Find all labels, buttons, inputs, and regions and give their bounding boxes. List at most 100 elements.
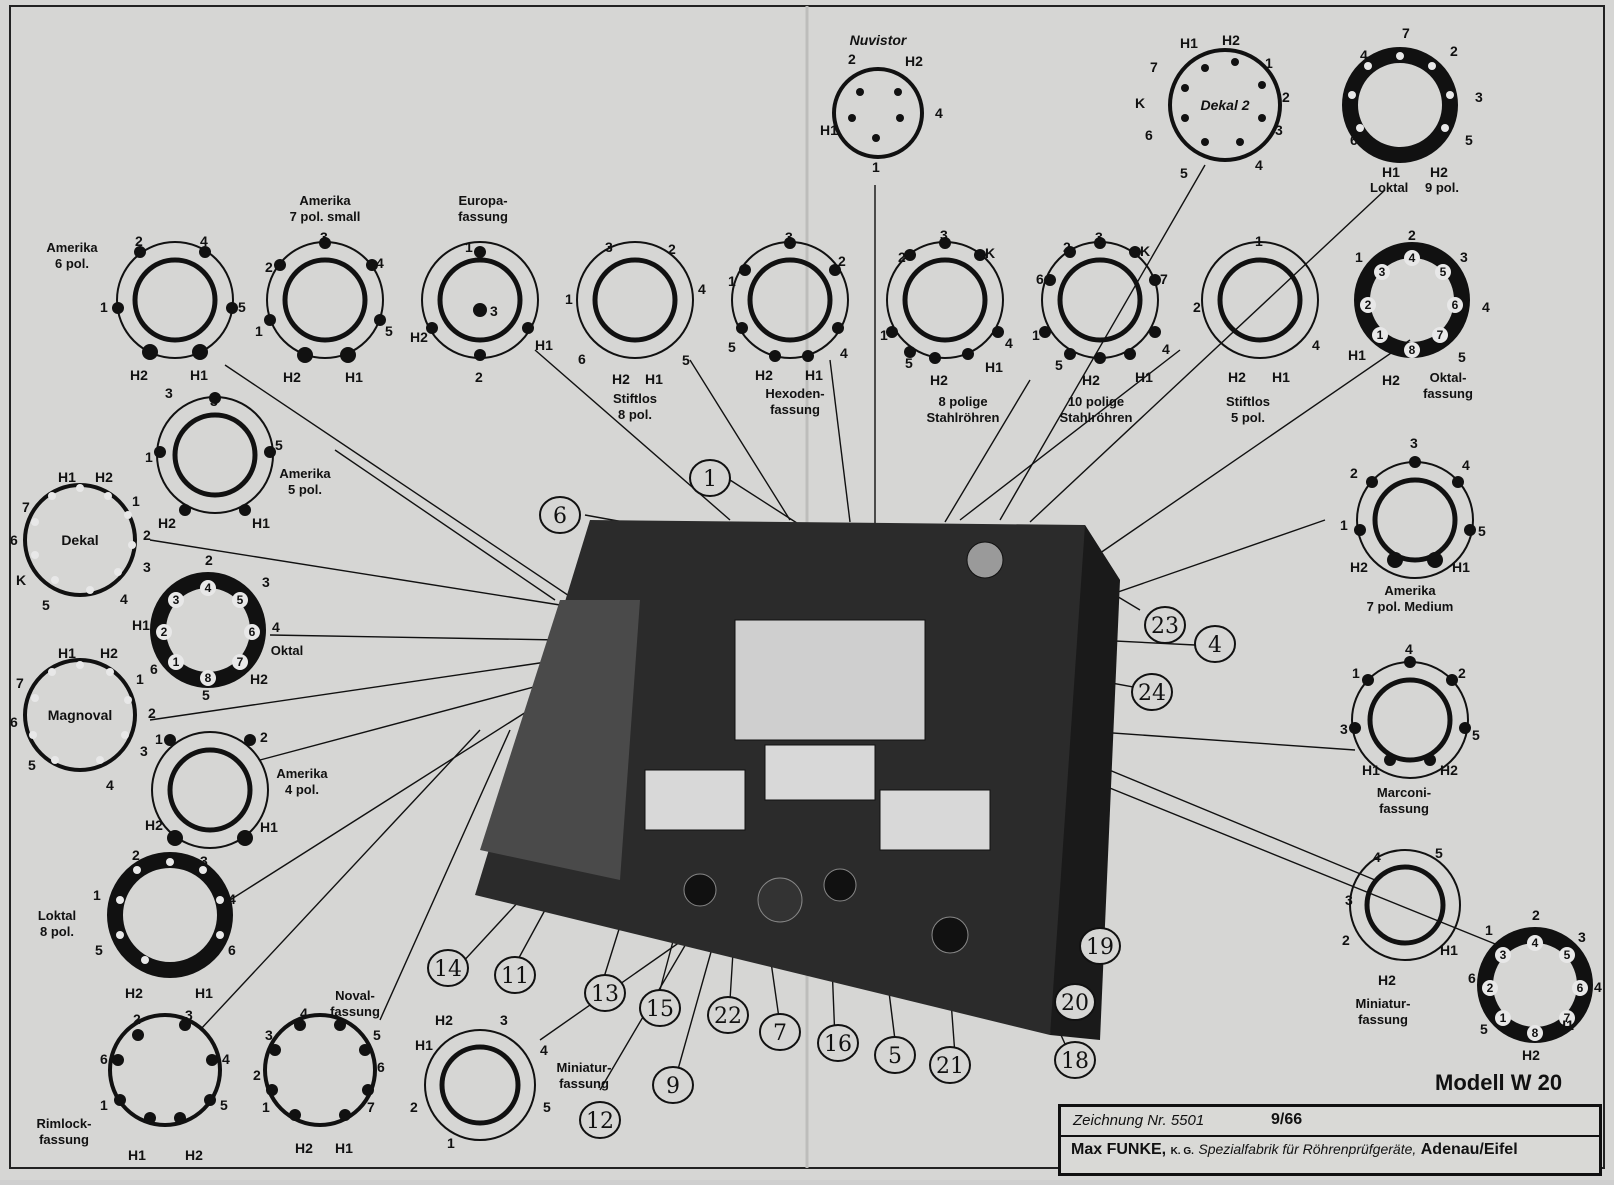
loktal8-caption: 8 pol.: [40, 924, 74, 939]
amerika7medium-pin: 4: [1462, 457, 1470, 473]
loktal9-pin: 4: [1360, 47, 1368, 63]
oktal-right-pins: [1360, 250, 1463, 358]
stahl10-pin: 5: [1055, 357, 1063, 373]
oktal-left-inner-8: 8: [205, 671, 212, 685]
stiftlos5-pin: H2: [1228, 369, 1246, 385]
rimlock-pin: 5: [220, 1097, 228, 1113]
callout-14: 14: [427, 949, 469, 987]
stiftlos8-pin: H2: [612, 371, 630, 387]
oktal-left-pin: H1: [132, 617, 150, 633]
stahl8-caption: 8 polige: [938, 394, 987, 409]
callout-20-label: 20: [1061, 991, 1089, 1016]
dekal-pin: 5: [42, 597, 50, 613]
amerika7medium-caption: Amerika: [1384, 583, 1436, 598]
stiftlos8-pin: 5: [682, 352, 690, 368]
marconi-pin: 2: [1458, 665, 1466, 681]
dekal2-pin: 5: [1180, 165, 1188, 181]
callout-21: 21: [929, 1046, 971, 1084]
amerika6-caption: 6 pol.: [55, 256, 89, 271]
callout-19: 19: [1079, 927, 1121, 965]
oktal-left-inner-3: 3: [173, 593, 180, 607]
oktal-br-pin: 6: [1468, 970, 1476, 986]
magnoval-pin: 7: [16, 675, 24, 691]
nuvistor-pin: 2: [848, 51, 856, 67]
miniatur-right-pin: H2: [1378, 972, 1396, 988]
oktal-br-pin: 3: [1578, 929, 1586, 945]
title-block-row-1: Zeichnung Nr. 5501 9/66: [1061, 1107, 1599, 1137]
amerika4-pin: H2: [145, 817, 163, 833]
rimlock-pin: 6: [100, 1051, 108, 1067]
loktal9-pin: H2: [1430, 164, 1448, 180]
hexoden-pin: 3: [785, 229, 793, 245]
tube-tester-device: [475, 520, 1120, 1040]
stahl10-pin: K: [1140, 243, 1150, 259]
hexoden-pin: H2: [755, 367, 773, 383]
noval-pin: 5: [373, 1027, 381, 1043]
hexoden-caption: fassung: [770, 402, 820, 417]
callout-23: 23: [1144, 606, 1186, 644]
callout-15: 15: [639, 989, 681, 1027]
callout-18: 18: [1054, 1041, 1096, 1079]
oktal-left-inner-4: 4: [205, 581, 212, 595]
amerika7medium-pin: 1: [1340, 517, 1348, 533]
magnoval-inner: Magnoval: [48, 707, 113, 723]
dekal2-pin: 2: [1282, 89, 1290, 105]
rimlock-pin: 1: [100, 1097, 108, 1113]
marconi-pin: H1: [1362, 762, 1380, 778]
loktal8-pin: H2: [125, 985, 143, 1001]
noval-pin: 1: [262, 1099, 270, 1115]
oktal-right-pin: 1: [1355, 249, 1363, 265]
model-name: Modell W 20: [1435, 1070, 1563, 1095]
company-place: Adenau/Eifel: [1420, 1141, 1518, 1158]
octal-numbered-pins: [156, 250, 1588, 1041]
oktal-br-inner-2: 2: [1487, 981, 1494, 995]
socket-inner-labels: Dekal 2 Dekal Magnoval 4 5 3 6 2 1 7 8 4…: [48, 97, 1584, 1040]
callout-24-label: 24: [1138, 681, 1166, 706]
noval-caption: Noval-: [335, 988, 375, 1003]
marconi-pin: 3: [1340, 721, 1348, 737]
noval-pin: H1: [335, 1140, 353, 1156]
magnoval-pin: 5: [28, 757, 36, 773]
callout-16-label: 16: [824, 1032, 852, 1057]
amerika6-pin: 4: [200, 233, 208, 249]
oktal-right-inner-7: 7: [1437, 328, 1444, 342]
oktal-right-caption: fassung: [1423, 386, 1473, 401]
callout-22: 22: [707, 996, 749, 1034]
stiftlos8-pin: 4: [698, 281, 706, 297]
stahl8-pin: K: [985, 245, 995, 261]
stiftlos8-pin: 1: [565, 291, 573, 307]
company-description: Spezialfabrik für Röhrenprüfgeräte,: [1198, 1141, 1417, 1157]
title-block-row-2: Max FUNKE, K. G. Spezialfabrik für Röhre…: [1071, 1141, 1518, 1159]
nuvistor-title: Nuvistor: [850, 32, 908, 48]
oktal-right-inner-5: 5: [1440, 265, 1447, 279]
callout-1-label: 1: [703, 467, 717, 492]
amerika4-pin: H1: [260, 819, 278, 835]
oktal-left-pins: [156, 580, 260, 686]
callout-11-label: 11: [501, 964, 529, 989]
amerika7medium-pin: 3: [1410, 435, 1418, 451]
callout-4: 4: [1194, 625, 1236, 663]
oktal-br-inner-4: 4: [1532, 936, 1539, 950]
miniatur-bottom-pin: 4: [540, 1042, 548, 1058]
amerika5-pin: 3: [210, 393, 218, 409]
oktal-left-pin: 6: [150, 661, 158, 677]
amerika6-pin: H1: [190, 367, 208, 383]
amerika7medium-caption: 7 pol. Medium: [1367, 599, 1454, 614]
hexoden-pin: 1: [728, 273, 736, 289]
loktal8-pin: 6: [228, 942, 236, 958]
hexoden-pin: 2: [838, 253, 846, 269]
oktal-left-inner-6: 6: [249, 625, 256, 639]
hexoden-pin: 4: [840, 345, 848, 361]
dekal-pin: 3: [143, 559, 151, 575]
amerika7medium-pin: 5: [1478, 523, 1486, 539]
miniatur-bottom-pin: 1: [447, 1135, 455, 1151]
miniatur-bottom-caption: Miniatur-: [557, 1060, 612, 1075]
amerika5-pin: 1: [145, 449, 153, 465]
rimlock-pin: H2: [185, 1147, 203, 1163]
dekal2-pin: 4: [1255, 157, 1263, 173]
amerika7medium-pin: 2: [1350, 465, 1358, 481]
noval-pin: 2: [253, 1067, 261, 1083]
stiftlos8-pin: H1: [645, 371, 663, 387]
